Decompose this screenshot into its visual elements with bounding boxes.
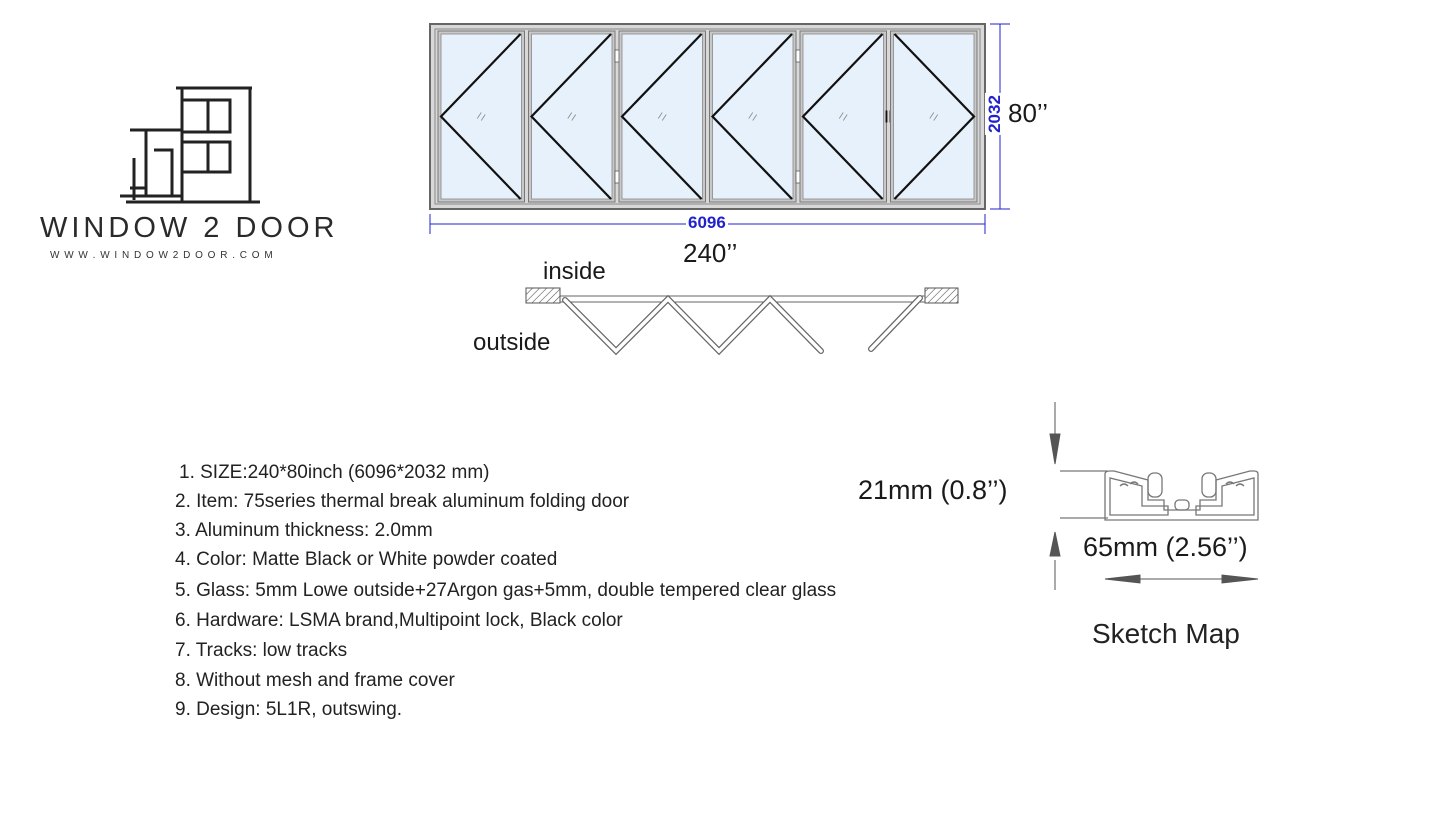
panel-glass	[893, 33, 975, 200]
logo-website: W W W . W I N D O W 2 D O O R . C O M	[50, 250, 274, 261]
glass-mark	[929, 112, 939, 121]
profile-height-label: 21mm (0.8’’)	[858, 475, 1008, 505]
width-inch-label: 240’’	[683, 238, 738, 268]
panel-glass	[531, 33, 613, 200]
spec-item: 7. Tracks: low tracks	[175, 640, 348, 661]
spec-item: 5. Glass: 5mm Lowe outside+27Argon gas+5…	[175, 580, 837, 601]
sketch-map-caption: Sketch Map	[1092, 618, 1240, 649]
panel-glass	[712, 33, 794, 200]
spec-item: 6. Hardware: LSMA brand,Multipoint lock,…	[175, 610, 623, 631]
outside-label: outside	[473, 329, 551, 356]
opening-direction-mark	[893, 33, 976, 200]
width-mm-label: 6096	[686, 213, 728, 233]
glass-mark	[838, 112, 848, 121]
glass-mark	[476, 112, 486, 121]
logo-brand: WINDOW 2 DOOR	[40, 212, 339, 244]
spec-item: 1. SIZE:240*80inch (6096*2032 mm)	[179, 462, 490, 483]
glass-mark	[567, 112, 577, 121]
glass-mark	[657, 112, 667, 121]
glass-mark	[748, 112, 758, 121]
spec-item: 3. Aluminum thickness: 2.0mm	[175, 520, 433, 541]
panel-glass	[621, 33, 703, 200]
inside-label: inside	[543, 258, 606, 285]
height-inch-label: 80’’	[1008, 98, 1049, 128]
spec-item: 2. Item: 75series thermal break aluminum…	[175, 491, 630, 512]
spec-item: 8. Without mesh and frame cover	[175, 670, 455, 691]
panel-glass	[440, 33, 522, 200]
inner-frame	[434, 28, 981, 205]
opening-direction-mark	[439, 33, 522, 200]
profile-width-label: 65mm (2.56’’)	[1083, 532, 1248, 562]
opening-direction-mark	[620, 33, 703, 200]
opening-direction-mark	[710, 33, 793, 200]
spec-item: 4. Color: Matte Black or White powder co…	[175, 549, 558, 570]
spec-item: 9. Design: 5L1R, outswing.	[175, 699, 403, 720]
opening-direction-mark	[801, 33, 884, 200]
opening-direction-mark	[529, 33, 612, 200]
